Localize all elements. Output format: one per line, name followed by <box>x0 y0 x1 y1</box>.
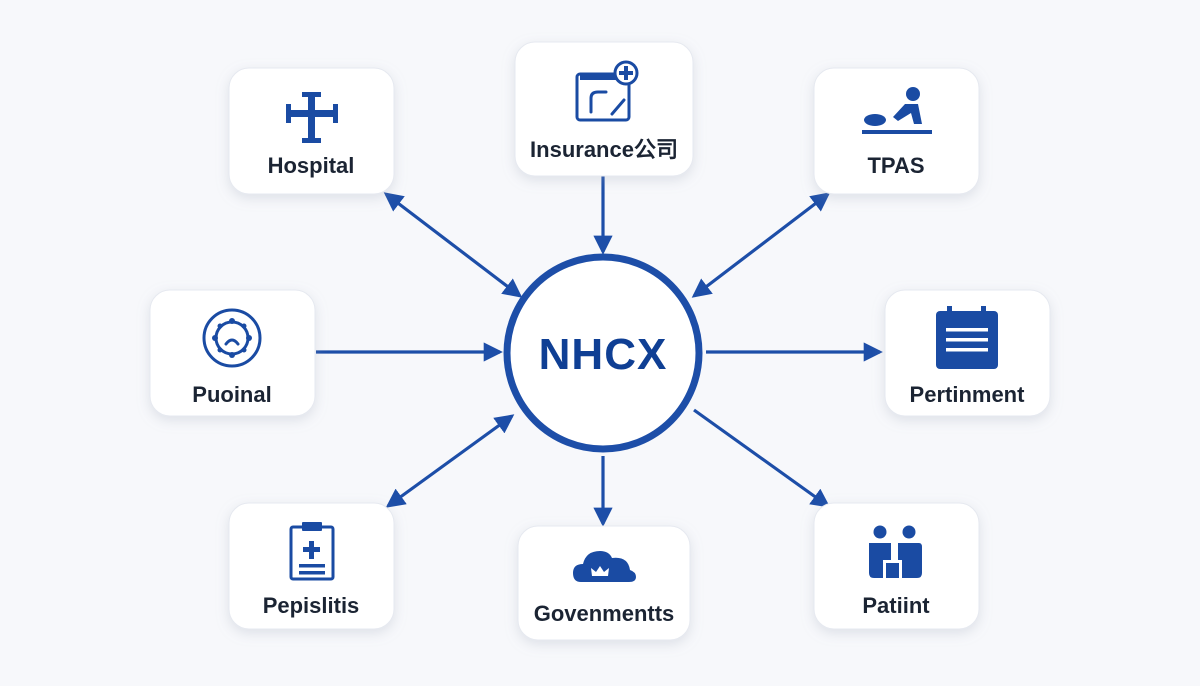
edge-pepislitis-nhcx <box>385 414 515 508</box>
hospital-cross-icon <box>286 92 338 143</box>
cloud-icon <box>573 551 636 582</box>
node-pepislitis[interactable]: Pepislitis <box>228 502 395 630</box>
node-label: Puoinal <box>192 382 271 407</box>
node-puoinal[interactable]: Puoinal <box>149 289 316 417</box>
edge-hospital-nhcx <box>383 192 523 298</box>
node-hospital[interactable]: Hospital <box>228 67 395 195</box>
clipboard-plus-icon <box>289 522 335 581</box>
node-card <box>514 41 694 177</box>
node-label: Patiint <box>862 593 930 618</box>
node-pertinment[interactable]: Pertinment <box>884 289 1051 417</box>
hub-circle <box>503 253 703 453</box>
edge-tpas-nhcx <box>691 192 831 298</box>
gear-circle-icon <box>202 308 262 368</box>
list-document-icon <box>936 306 998 369</box>
edges <box>316 176 883 527</box>
node-govenments[interactable]: Govenmentts <box>517 525 691 641</box>
node-insurance[interactable]: Insurance公司 <box>514 41 694 177</box>
hub-label: NHCX <box>539 330 668 379</box>
node-label: Govenmentts <box>534 601 675 626</box>
node-patiint[interactable]: Patiint <box>813 502 980 630</box>
people-icon <box>869 525 922 578</box>
therapy-person-icon <box>862 87 932 134</box>
node-label: Hospital <box>268 153 355 178</box>
edge-nhcx-patiint <box>693 408 831 508</box>
node-card <box>517 525 691 641</box>
node-label: Insurance公司 <box>530 137 678 162</box>
node-label: TPAS <box>867 153 924 178</box>
node-tpas[interactable]: TPAS <box>813 67 980 195</box>
nhcx-hub[interactable]: NHCX <box>503 253 703 453</box>
node-label: Pepislitis <box>263 593 360 618</box>
node-label: Pertinment <box>910 382 1026 407</box>
insurance-document-icon <box>575 60 639 122</box>
